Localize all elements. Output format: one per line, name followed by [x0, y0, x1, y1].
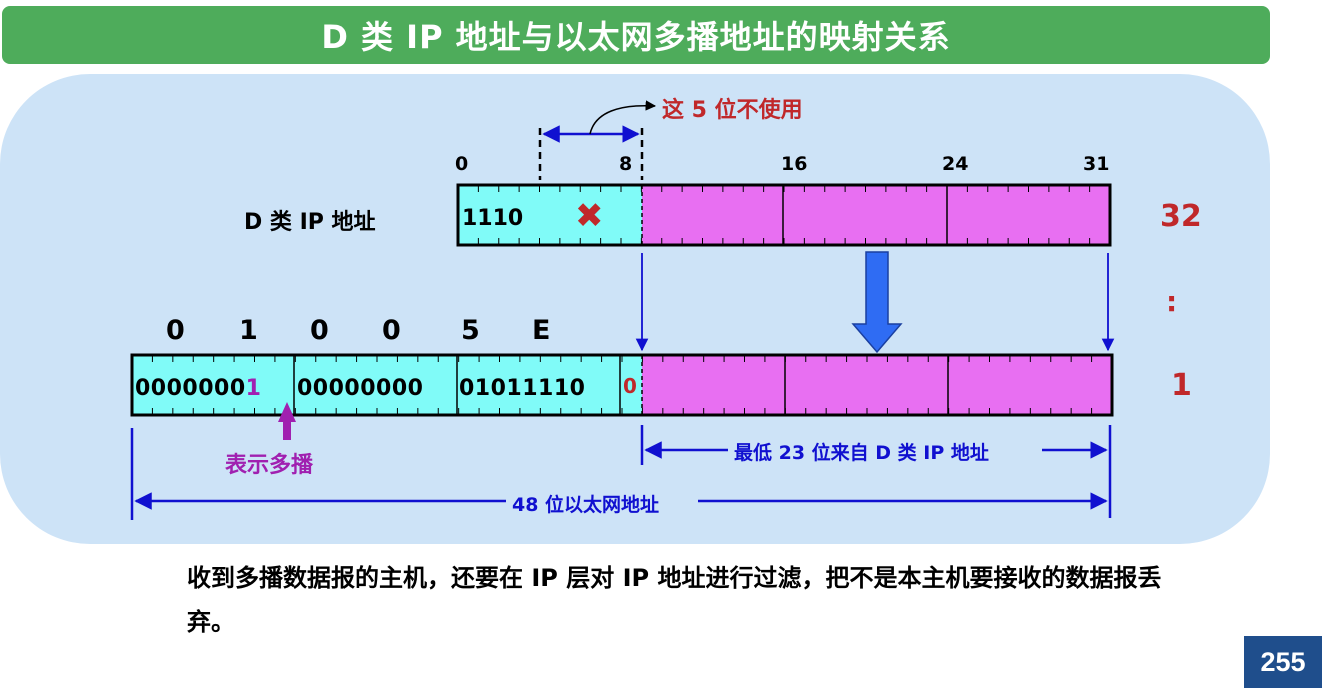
mapping-down-arrow — [851, 251, 903, 354]
filtering-explanation: 收到多播数据报的主机，还要在 IP 层对 IP 地址进行过滤，把不是本主机要接收… — [187, 564, 1162, 636]
ip-tick-0: 0 — [455, 153, 469, 175]
diagram-panel — [0, 74, 1270, 544]
mac-byte-2-bits: 00000000 — [297, 376, 424, 401]
multicast-up-arrow — [278, 402, 296, 440]
ip-tick-16: 16 — [781, 153, 808, 175]
mac-hex-0: 0 — [166, 315, 185, 346]
multicast-note: 表示多播 — [225, 453, 314, 478]
low23-note: 最低 23 位来自 D 类 IP 地址 — [728, 436, 995, 467]
ip-low-segment — [642, 185, 1110, 245]
mac-bit-ticks-marks — [151, 355, 1093, 415]
unused-note-pointer — [589, 100, 657, 135]
mac-byte-1-bits: 00000001 — [135, 376, 261, 401]
side-label-1: 1 — [1171, 368, 1192, 403]
slide-title: D 类 IP 地址与以太网多播地址的映射关系 — [2, 6, 1270, 64]
eth48-note: 48 位以太网地址 — [506, 488, 666, 519]
mac-byte-1-prefix: 0000000 — [135, 376, 246, 401]
ip-prefix-segment — [458, 185, 642, 245]
mac-byte-3-bits: 01011110 — [459, 376, 586, 401]
mac-prefix-segment — [132, 355, 642, 415]
unused-bits-note: 这 5 位不使用 — [662, 98, 803, 123]
side-label-32: 32 — [1160, 199, 1202, 234]
ip-prefix-bits: 1110 — [462, 206, 524, 231]
ip-bit-ticks-marks — [477, 185, 1091, 245]
ip-address-label: D 类 IP 地址 — [244, 210, 376, 235]
unused-cross-icon: ✖ — [575, 196, 604, 236]
mac-zero-bit: 0 — [623, 374, 637, 398]
page-number: 255 — [1244, 636, 1322, 688]
mac-hex-1: 1 — [239, 315, 258, 346]
mac-hex-2: 0 — [310, 315, 329, 346]
mac-low-segment — [642, 355, 1112, 415]
mac-hex-3: 0 — [382, 315, 401, 346]
mac-hex-4: 5 — [461, 315, 480, 346]
ip-tick-8: 8 — [619, 153, 633, 175]
ip-tick-31: 31 — [1083, 153, 1110, 175]
mac-hex-5: E — [532, 315, 551, 346]
ip-tick-24: 24 — [942, 153, 969, 175]
side-label-dots: : — [1166, 285, 1178, 318]
multicast-bit: 1 — [245, 376, 262, 401]
